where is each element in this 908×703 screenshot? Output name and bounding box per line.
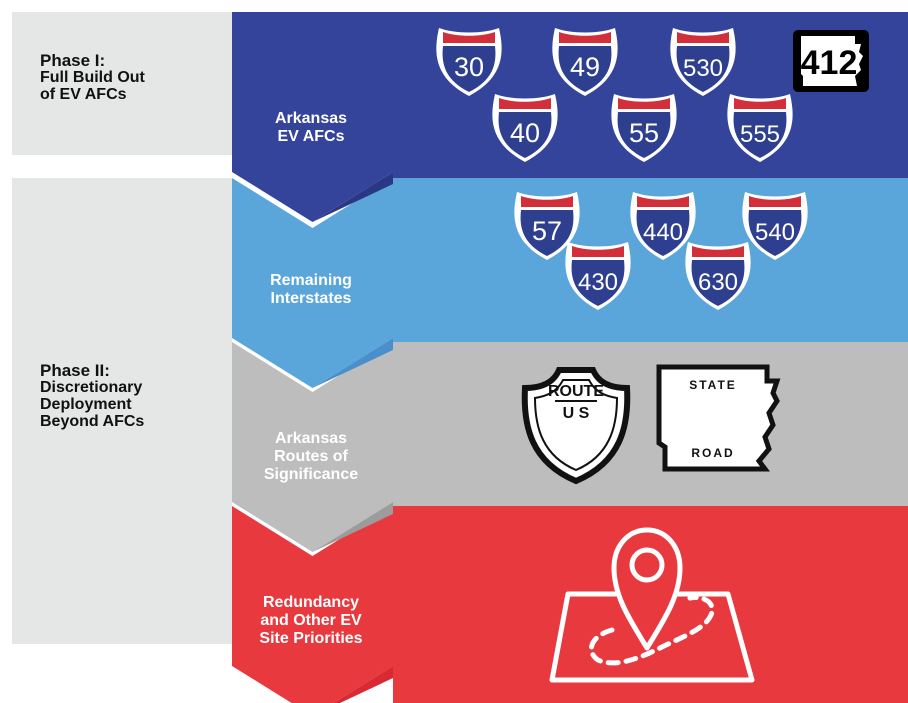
phase-2-line-2: Deployment: [40, 396, 132, 413]
interstate-555-shield-body: [733, 112, 787, 158]
phase-2-box: [12, 178, 232, 644]
phase-1-line-2: of EV AFCs: [40, 86, 127, 103]
interstate-440-shield-body: [636, 210, 690, 256]
interstate-55-shield-number: 55: [629, 118, 659, 148]
us-route-top-text: ROUTE: [548, 383, 604, 400]
tier-1-label-line-1: Arkansas: [274, 110, 348, 127]
interstate-555-shield-top: [734, 98, 786, 109]
interstate-57-shield-top: [521, 196, 573, 207]
interstate-49-shield: 49: [552, 28, 618, 96]
tier-2-chevron-shade: [312, 338, 393, 388]
interstate-49-shield-body: [558, 46, 612, 92]
us-route-bottom-text: U S: [563, 405, 590, 422]
interstate-530-shield-top: [677, 32, 729, 43]
interstate-30-shield-body: [442, 46, 496, 92]
interstate-540-shield-number: 540: [755, 219, 795, 246]
tier-1-chevron: [232, 12, 393, 222]
interstate-430-shield-top: [572, 246, 624, 257]
tier-3-chevron: [232, 342, 393, 552]
phase-2-line-3: Beyond AFCs: [40, 413, 145, 430]
interstate-540-shield: 540: [742, 192, 808, 260]
interstate-440-shield-number: 440: [643, 219, 683, 246]
state-route-412-number: 412: [801, 44, 858, 82]
interstate-540-shield-top: [749, 196, 801, 207]
state-road-bottom-text: ROAD: [691, 446, 734, 460]
tier-2-chevron: [232, 178, 393, 388]
interstate-555-shield-number: 555: [740, 121, 780, 148]
phase-1-line-1: Full Build Out: [40, 69, 145, 86]
interstate-430-shield-number: 430: [578, 269, 618, 296]
interstate-30-shield-top: [443, 32, 495, 43]
interstate-55-shield-top: [618, 98, 670, 109]
tier-3-label-line-3: Significance: [263, 466, 359, 483]
tier-4-chevron: [232, 506, 393, 703]
tier-4-label-line-1: Redundancy: [262, 594, 359, 611]
tier-3-chevron-shade: [312, 502, 393, 552]
phase-1-label: Phase I: Full Build Out of EV AFCs: [40, 52, 145, 103]
interstate-40-shield-top: [499, 98, 551, 109]
interstate-630-shield-top: [692, 246, 744, 257]
interstate-57-shield-body: [520, 210, 574, 256]
tier-3-label-line-2: Routes of: [274, 448, 348, 465]
interstate-430-shield-body: [571, 260, 625, 306]
phase-1-title: Phase I:: [40, 51, 106, 70]
phase-2-title: Phase II:: [40, 361, 110, 380]
tier-4-label-line-2: and Other EV: [260, 612, 362, 629]
map-pin-route-icon: [549, 527, 755, 683]
interstate-40-shield-body: [498, 112, 552, 158]
interstate-40-shield: 40: [492, 94, 558, 162]
interstate-630-shield: 630: [685, 242, 751, 310]
interstate-430-shield: 430: [565, 242, 631, 310]
tier-1-chevron-shade: [312, 172, 393, 222]
tier-3-label: Arkansas Routes of Significance: [236, 430, 386, 484]
interstate-555-shield: 555: [727, 94, 793, 162]
interstate-57-shield: 57: [514, 192, 580, 260]
us-route-shield-sign: ROUTE U S: [521, 367, 631, 485]
phase-1-box: [12, 12, 232, 155]
tier-1-label-line-2: EV AFCs: [277, 128, 345, 145]
interstate-440-shield-top: [637, 196, 689, 207]
interstate-49-shield-number: 49: [570, 52, 600, 82]
interstate-530-shield-number: 530: [683, 55, 723, 82]
interstate-55-shield-body: [617, 112, 671, 158]
interstate-40-shield-number: 40: [510, 118, 540, 148]
interstate-440-shield: 440: [630, 192, 696, 260]
tier-4-chevron-shade: [333, 666, 393, 703]
state-route-412-sign: 412: [793, 30, 869, 92]
tier-4-label: Redundancy and Other EV Site Priorities: [236, 594, 386, 648]
tier-1-label: Arkansas EV AFCs: [236, 110, 386, 146]
tier-2-label: Remaining Interstates: [236, 272, 386, 308]
interstate-57-shield-number: 57: [532, 216, 562, 246]
tier-4-label-line-3: Site Priorities: [259, 630, 363, 647]
phase-2-line-1: Discretionary: [40, 379, 143, 396]
state-road-sign: STATE ROAD: [656, 364, 781, 472]
interstate-49-shield-top: [559, 32, 611, 43]
interstate-55-shield: 55: [611, 94, 677, 162]
interstate-630-shield-body: [691, 260, 745, 306]
state-road-top-text: STATE: [689, 378, 737, 392]
interstate-30-shield: 30: [436, 28, 502, 96]
interstate-540-shield-body: [748, 210, 802, 256]
interstate-630-shield-number: 630: [698, 269, 738, 296]
interstate-530-shield: 530: [670, 28, 736, 96]
tier-4-band: [393, 506, 908, 703]
tier-2-label-line-2: Interstates: [270, 290, 352, 307]
tier-3-label-line-1: Arkansas: [274, 430, 348, 447]
interstate-530-shield-body: [676, 46, 730, 92]
interstate-30-shield-number: 30: [454, 52, 484, 82]
tier-2-label-line-1: Remaining: [270, 272, 352, 289]
phase-2-label: Phase II: Discretionary Deployment Beyon…: [40, 362, 144, 430]
